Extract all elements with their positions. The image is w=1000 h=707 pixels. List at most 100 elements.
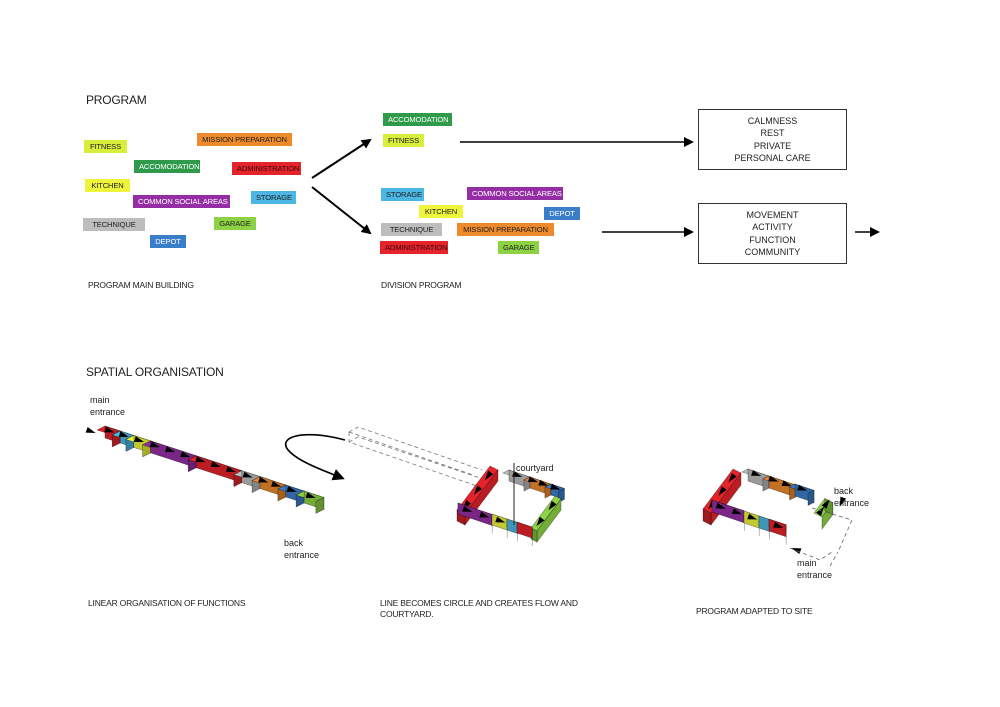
- flow-arrow-icon: [797, 484, 808, 491]
- tag-depot: DEPOT: [150, 235, 186, 248]
- tag-fitness: FITNESS: [383, 134, 424, 147]
- flow-arrow-icon: [258, 476, 269, 483]
- loop-block-storage-side: [506, 518, 518, 534]
- flow-arrow-icon: [484, 470, 494, 481]
- quality-function: FUNCTION: [749, 234, 796, 245]
- caption-site: PROGRAM ADAPTED TO SITE: [696, 606, 813, 616]
- tag-administration: ADMINISTRATION: [232, 162, 301, 175]
- flow-arrow-icon: [781, 480, 792, 487]
- tag-depot: DEPOT: [544, 207, 580, 220]
- tag-mission-preparation: MISSION PREPARATION: [457, 223, 554, 236]
- quality-calmness: CALMNESS: [747, 115, 798, 126]
- flow-arrow-icon: [118, 431, 129, 438]
- flow-arrow-icon: [305, 492, 316, 499]
- flow-arrow-icon: [715, 502, 726, 509]
- flow-arrow-icon: [538, 479, 549, 486]
- site-back-entrance-label: back entrance: [834, 486, 870, 508]
- flow-arrow-icon: [728, 472, 737, 483]
- site-block-storage-side: [758, 515, 770, 532]
- transform-arrow: [284, 433, 346, 481]
- flow-arrow-icon: [149, 441, 160, 448]
- flow-arrow-icon: [731, 508, 742, 515]
- site-main-entrance-label: main entrance: [797, 558, 833, 580]
- quality-movement: MOVEMENT: [746, 209, 799, 220]
- site-ring: [702, 468, 847, 555]
- flow-arrow-icon: [242, 471, 253, 478]
- flow-arrow-icon: [550, 483, 561, 490]
- flow-arrow-icon: [225, 466, 236, 473]
- tag-common-social-areas: COMMON SOCIAL AREAS: [467, 187, 563, 200]
- site-block-admin-b-side: [768, 518, 787, 538]
- flow-arrow-icon: [479, 511, 490, 518]
- flow-arrow-icon: [839, 496, 847, 507]
- tag-common-social-areas: COMMON SOCIAL AREAS: [133, 195, 230, 208]
- flow-arrow-icon: [512, 471, 523, 477]
- split-arrow-up: [311, 138, 372, 179]
- qualities-public-box: MOVEMENT ACTIVITY FUNCTION COMMUNITY: [698, 203, 847, 264]
- ghost-bar: [348, 426, 483, 487]
- flow-arrow-icon: [821, 499, 830, 509]
- loop-block-admin-b-side: [516, 521, 533, 539]
- site-block-kitchen-side: [743, 510, 760, 529]
- tag-fitness: FITNESS: [84, 140, 127, 153]
- quality-personal-care: PERSONAL CARE: [734, 152, 811, 163]
- linear-organisation-bar: [85, 425, 325, 514]
- tag-storage: STORAGE: [251, 191, 296, 204]
- tag-kitchen: KITCHEN: [85, 179, 130, 192]
- flow-arrow-icon: [133, 436, 144, 443]
- linear-main-entrance-label: main entrance: [90, 395, 126, 417]
- flow-arrow-icon: [210, 461, 221, 468]
- flow-arrow-icon: [536, 516, 545, 527]
- tag-garage: GARAGE: [214, 217, 256, 230]
- qualities-private-box: CALMNESS REST PRIVATE PERSONAL CARE: [698, 109, 847, 170]
- flow-arrow-icon: [548, 500, 557, 511]
- linear-back-entrance-label: back entrance: [284, 538, 320, 560]
- tag-kitchen: KITCHEN: [419, 205, 463, 218]
- courtyard-label: courtyard: [516, 463, 554, 473]
- caption-linear: LINEAR ORGANISATION OF FUNCTIONS: [88, 598, 246, 608]
- flow-arrow-icon: [473, 485, 483, 495]
- flow-arrow-icon: [495, 516, 506, 523]
- flow-arrow-icon: [85, 426, 96, 434]
- flow-arrow-icon: [462, 505, 473, 512]
- quality-rest: REST: [760, 128, 785, 139]
- flow-arrow-icon: [180, 451, 191, 458]
- tag-accomodation: ACCOMODATION: [134, 160, 200, 173]
- flow-arrow-icon: [816, 506, 825, 517]
- flow-arrow-icon: [747, 513, 758, 520]
- tag-administration: ADMINISTRATION: [380, 241, 448, 254]
- site-block-depot-end: [807, 489, 815, 506]
- spatial-heading: SPATIAL ORGANISATION: [86, 365, 224, 379]
- linear-block-garage-end: [315, 496, 325, 514]
- flow-arrow-icon: [791, 547, 802, 555]
- flow-arrow-icon: [104, 426, 115, 433]
- flow-arrow-icon: [165, 446, 176, 453]
- flow-arrow-icon: [527, 476, 538, 483]
- site-block-social-side: [711, 499, 745, 524]
- caption-loop: LINE BECOMES CIRCLE AND CREATES FLOW AND…: [380, 598, 578, 619]
- quality-private: PRIVATE: [753, 140, 792, 151]
- program-heading: PROGRAM: [86, 93, 147, 107]
- quality-community: COMMUNITY: [744, 246, 801, 257]
- flow-arrow-icon: [195, 456, 206, 463]
- flow-arrow-icon: [718, 486, 727, 496]
- tag-accomodation: ACCOMODATION: [383, 113, 452, 126]
- loop-ring: [456, 465, 566, 547]
- caption-program-main-building: PROGRAM MAIN BUILDING: [88, 280, 194, 290]
- flow-arrow-icon: [271, 480, 282, 487]
- split-arrow-down: [311, 186, 372, 235]
- tag-storage: STORAGE: [381, 188, 424, 201]
- tag-mission-preparation: MISSION PREPARATION: [197, 133, 292, 146]
- flow-arrow-icon: [773, 521, 784, 528]
- tag-garage: GARAGE: [498, 241, 539, 254]
- flow-arrow-icon: [286, 486, 297, 492]
- tag-technique: TECHNIQUE: [83, 218, 145, 231]
- site-block-admin-a-end: [702, 508, 712, 526]
- caption-division-program: DIVISION PROGRAM: [381, 280, 462, 290]
- flow-arrow-icon: [768, 475, 779, 482]
- quality-activity: ACTIVITY: [752, 222, 793, 233]
- tag-technique: TECHNIQUE: [381, 223, 442, 236]
- site-dashed-lines: [789, 507, 853, 567]
